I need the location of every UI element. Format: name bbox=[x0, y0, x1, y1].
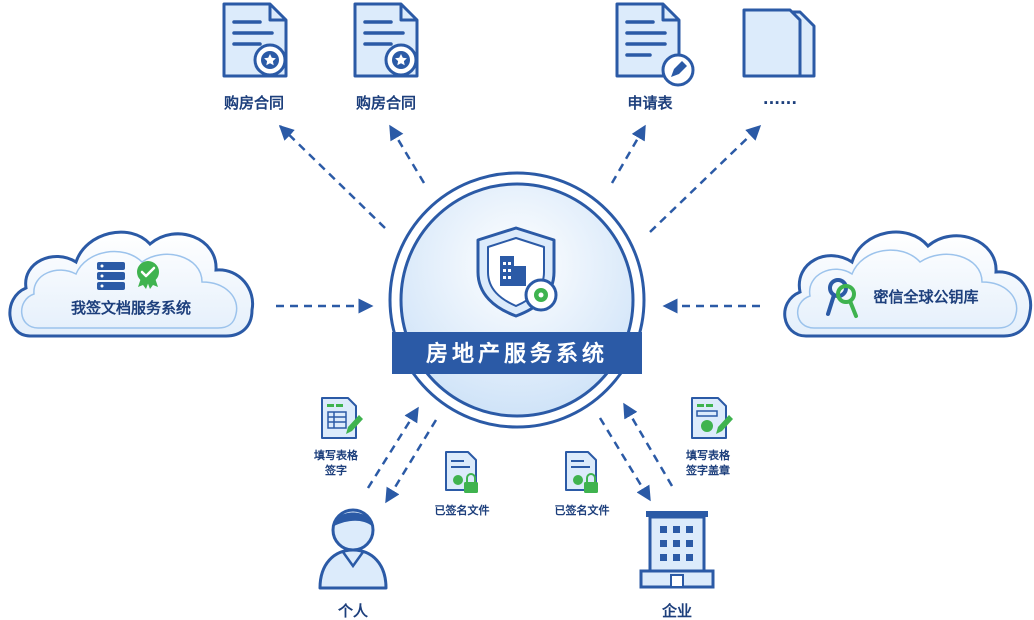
contract-doc-1: 购房合同 bbox=[222, 2, 288, 112]
arrow-to-application bbox=[610, 124, 647, 184]
verified-badge-icon bbox=[137, 261, 159, 289]
form-pen-icon bbox=[321, 397, 363, 439]
enterprise: 企业 bbox=[639, 511, 715, 620]
right-cloud-label: 密信全球公钥库 bbox=[873, 288, 978, 306]
cloud-shape bbox=[783, 230, 1033, 338]
arrow-to-more bbox=[649, 124, 762, 233]
central-hub: 房地产服务系统 bbox=[388, 171, 646, 429]
individual-signed-file-label: 已签名文件 bbox=[435, 503, 490, 517]
arrow-to-contract-1 bbox=[278, 124, 386, 229]
right-cloud: 密信全球公钥库 bbox=[783, 230, 1033, 338]
signed-file-lock-icon bbox=[445, 451, 478, 493]
keys-icon bbox=[826, 278, 858, 318]
center-title: 房地产服务系统 bbox=[426, 341, 608, 367]
more-docs: ······ bbox=[742, 8, 816, 112]
left-cloud: 我签文档服务系统 bbox=[8, 230, 255, 338]
individual-signed-file: 已签名文件 bbox=[435, 451, 490, 517]
contract-doc-2: 购房合同 bbox=[353, 2, 419, 112]
enterprise-form-annotation: 填写表格 签字盖章 bbox=[685, 397, 733, 477]
contract-document-icon bbox=[222, 2, 288, 78]
left-cloud-label: 我签文档服务系统 bbox=[71, 299, 191, 317]
application-doc: 申请表 bbox=[615, 2, 695, 112]
arrow-to-contract-2 bbox=[388, 124, 426, 184]
enterprise-label: 企业 bbox=[661, 602, 692, 620]
contract-label-1: 购房合同 bbox=[224, 94, 284, 112]
enterprise-action-line2: 签字盖章 bbox=[685, 463, 730, 477]
arrow-enterprise-up bbox=[622, 402, 674, 487]
server-icon bbox=[97, 262, 125, 290]
contract-label-2: 购房合同 bbox=[356, 94, 416, 112]
application-label: 申请表 bbox=[627, 94, 673, 112]
enterprise-signed-file: 已签名文件 bbox=[555, 451, 610, 517]
arrow-individual-down bbox=[384, 419, 438, 504]
building-icon bbox=[639, 511, 715, 589]
individual-form-annotation: 填写表格 签字 bbox=[314, 397, 363, 477]
more-label: ······ bbox=[763, 94, 797, 112]
shield-building-icon bbox=[476, 226, 556, 318]
gear-badge-icon bbox=[524, 278, 558, 312]
arrow-individual-up bbox=[366, 406, 420, 489]
application-form-icon bbox=[615, 2, 695, 87]
person-icon bbox=[318, 508, 388, 590]
contract-document-icon bbox=[353, 2, 419, 78]
individual-label: 个人 bbox=[337, 602, 369, 620]
arrow-enterprise-down bbox=[598, 417, 652, 502]
cloud-shape bbox=[8, 230, 255, 338]
title-banner bbox=[392, 332, 642, 374]
enterprise-action-line1: 填写表格 bbox=[686, 448, 731, 462]
signed-file-lock-icon bbox=[565, 451, 598, 493]
documents-stack-icon bbox=[742, 8, 816, 78]
arrows bbox=[276, 124, 762, 504]
individual-action-line2: 签字 bbox=[324, 463, 347, 477]
individual-action-line1: 填写表格 bbox=[314, 448, 359, 462]
individual: 个人 bbox=[318, 508, 388, 620]
form-seal-pen-icon bbox=[691, 397, 733, 439]
enterprise-signed-file-label: 已签名文件 bbox=[555, 503, 610, 517]
